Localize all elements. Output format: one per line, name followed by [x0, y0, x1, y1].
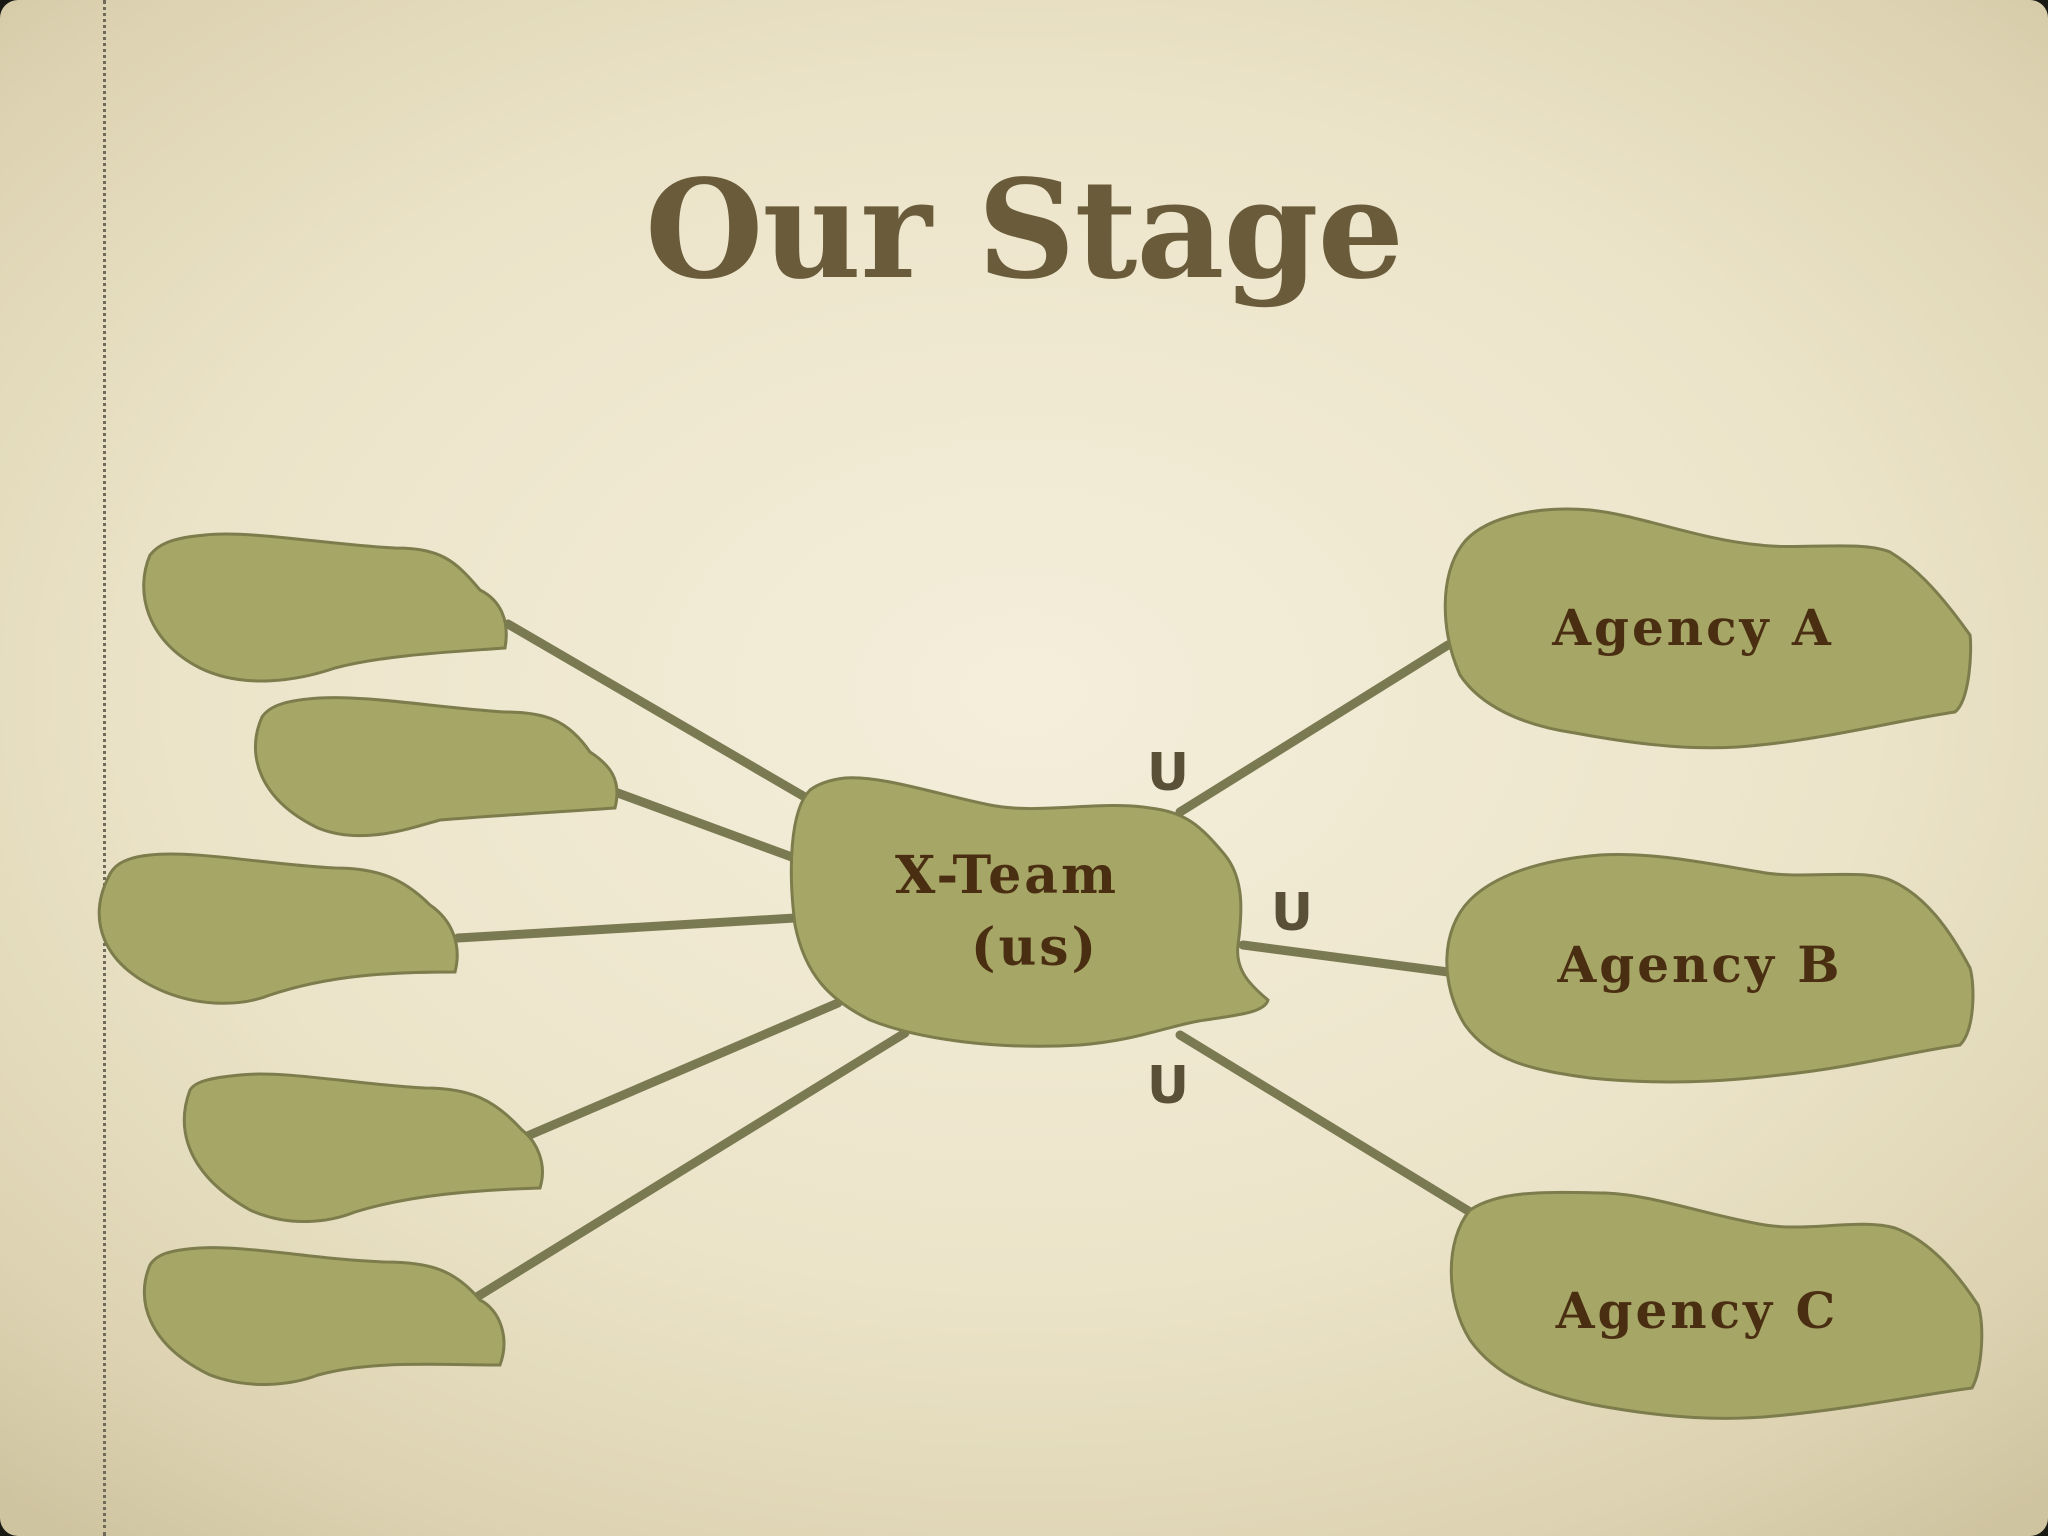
unlabeled-node-2	[253, 696, 619, 838]
agency-c-label: Agency C	[1555, 1281, 1839, 1340]
x-team-label-line2: (us)	[971, 917, 1099, 978]
agency-b-node	[1445, 852, 1975, 1084]
link-left-1	[503, 619, 815, 805]
unlabeled-node-3	[97, 852, 459, 1005]
agency-c-node	[1449, 1190, 1984, 1420]
link-left-2	[610, 787, 805, 865]
link-agency-c	[1175, 1030, 1480, 1220]
link-left-5	[467, 1028, 910, 1305]
unlabeled-node-4	[182, 1072, 544, 1224]
link-left-4	[520, 998, 843, 1142]
connector-mark-c: U	[1147, 1056, 1189, 1116]
link-agency-b	[1238, 940, 1453, 977]
connector-mark-b: U	[1271, 883, 1313, 943]
agency-a-label: Agency A	[1551, 598, 1834, 657]
link-left-3	[453, 913, 800, 943]
dotted-margin-line	[103, 0, 106, 1536]
unlabeled-node-5	[142, 1246, 506, 1386]
connector-lines	[453, 619, 1480, 1305]
connector-mark-a: U	[1147, 743, 1189, 803]
agency-a-node	[1443, 507, 1973, 750]
slide-title: Our Stage	[644, 150, 1404, 310]
agency-b-label: Agency B	[1556, 935, 1842, 994]
unlabeled-node-1	[142, 532, 508, 683]
x-team-node	[789, 776, 1270, 1048]
link-agency-a	[1175, 640, 1453, 817]
x-team-label-line1: X-Team	[895, 845, 1119, 906]
